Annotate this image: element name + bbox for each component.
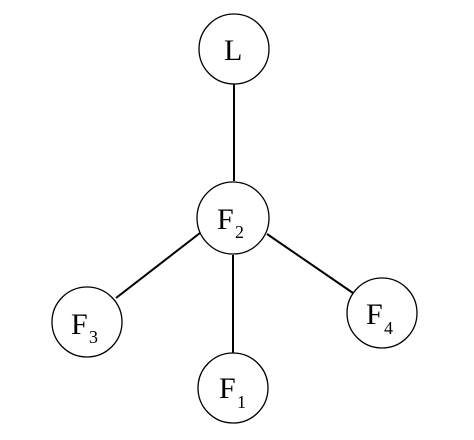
edges xyxy=(115,84,354,353)
node-f4-subscript: 4 xyxy=(384,318,393,338)
node-f3-circle xyxy=(51,286,123,358)
node-l-letter: L xyxy=(224,34,242,67)
edge-f2-f3 xyxy=(115,232,201,299)
node-f2: F 2 xyxy=(196,181,270,255)
node-f4-letter: F xyxy=(366,298,383,331)
node-f2-subscript-text: 2 xyxy=(235,222,244,242)
node-f4-label: F xyxy=(366,298,383,331)
node-f1-letter: F xyxy=(219,372,236,405)
nodes: L F 2 F 3 F xyxy=(51,13,418,424)
node-l-circle xyxy=(198,13,270,85)
node-l-label: L xyxy=(224,34,242,67)
node-f2-circle xyxy=(196,181,270,255)
node-f3-subscript-text: 3 xyxy=(89,327,98,347)
node-f2-subscript: 2 xyxy=(235,222,244,242)
node-f1-subscript-text: 1 xyxy=(237,392,246,412)
node-f3-subscript: 3 xyxy=(89,327,98,347)
node-f3-label: F xyxy=(71,308,88,341)
node-f1: F 1 xyxy=(197,352,269,424)
node-f1-subscript: 1 xyxy=(237,392,246,412)
edge-f2-f4 xyxy=(266,233,354,294)
node-f2-letter: F xyxy=(217,203,234,236)
node-f2-label: F xyxy=(217,203,234,236)
node-f4-circle xyxy=(346,277,418,349)
node-f1-circle xyxy=(197,352,269,424)
node-f3: F 3 xyxy=(51,286,123,358)
node-f3-letter: F xyxy=(71,308,88,341)
node-f1-label: F xyxy=(219,372,236,405)
node-l: L xyxy=(198,13,270,85)
node-f4: F 4 xyxy=(346,277,418,349)
node-f4-subscript-text: 4 xyxy=(384,318,393,338)
